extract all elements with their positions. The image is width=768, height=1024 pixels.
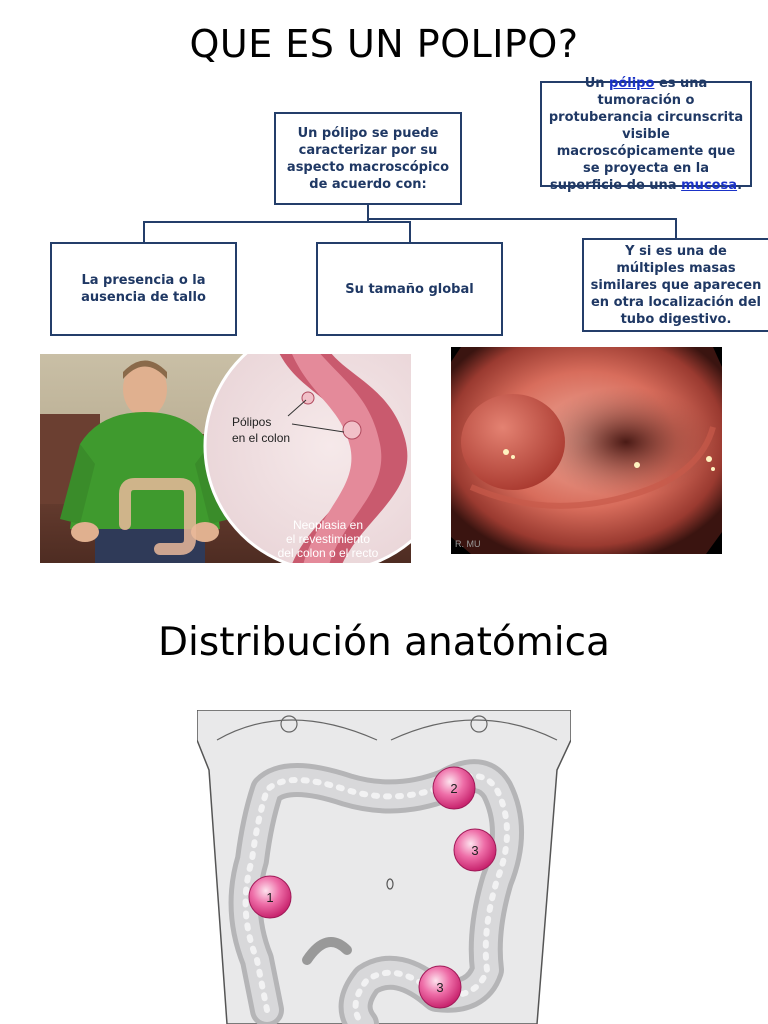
- marker-label-3a: 3: [471, 843, 478, 858]
- marker-label-3b: 3: [436, 980, 443, 995]
- colon-distribution-diagram: 1 2 3 3: [197, 710, 571, 1024]
- neoplasia-caption-1: Neoplasia en: [293, 518, 363, 532]
- criterion-box-stalk: La presencia o la ausencia de tallo: [50, 242, 237, 336]
- root-concept-text: Un pólipo se puede caracterizar por su a…: [286, 125, 450, 192]
- connector-line: [367, 218, 677, 220]
- polipo-link[interactable]: pólipo: [609, 75, 655, 91]
- connector-line: [409, 221, 411, 242]
- criterion-text: Su tamaño global: [345, 281, 474, 297]
- mucosa-link[interactable]: mucosa: [681, 177, 738, 193]
- criterion-text: La presencia o la ausencia de tallo: [81, 273, 206, 305]
- definition-middle: es una tumoración o protuberancia circun…: [548, 75, 744, 193]
- connector-line: [675, 218, 677, 238]
- definition-box: Un pólipo es una tumoración o protuberan…: [540, 76, 752, 193]
- connector-line: [143, 221, 145, 242]
- definition-suffix: .: [737, 177, 743, 193]
- marker-label-1: 1: [266, 890, 273, 905]
- definition-prefix: Un: [584, 75, 610, 91]
- criterion-box-size: Su tamaño global: [316, 242, 503, 336]
- page-title: QUE ES UN POLIPO?: [189, 22, 579, 66]
- criterion-text: Y si es una de múltiples masas similares…: [590, 243, 762, 327]
- neoplasia-caption-2: el revestimiento: [286, 532, 370, 546]
- section-title: Distribución anatómica: [158, 620, 610, 665]
- endoscopy-photo: R. MU: [451, 347, 722, 554]
- connector-line: [143, 221, 411, 223]
- connector-line: [367, 205, 369, 221]
- polyp-callout-line2: en el colon: [232, 431, 290, 445]
- colon-polyp-illustration: Pólipos en el colon Neoplasia en el reve…: [40, 354, 411, 563]
- neoplasia-caption-3: del colon o el recto: [278, 546, 379, 560]
- endoscopy-watermark: R. MU: [455, 539, 481, 549]
- criterion-box-multiple: Y si es una de múltiples masas similares…: [582, 238, 768, 332]
- polyp-callout-line1: Pólipos: [232, 415, 271, 429]
- root-concept-box: Un pólipo se puede caracterizar por su a…: [274, 112, 462, 205]
- marker-label-2: 2: [450, 781, 457, 796]
